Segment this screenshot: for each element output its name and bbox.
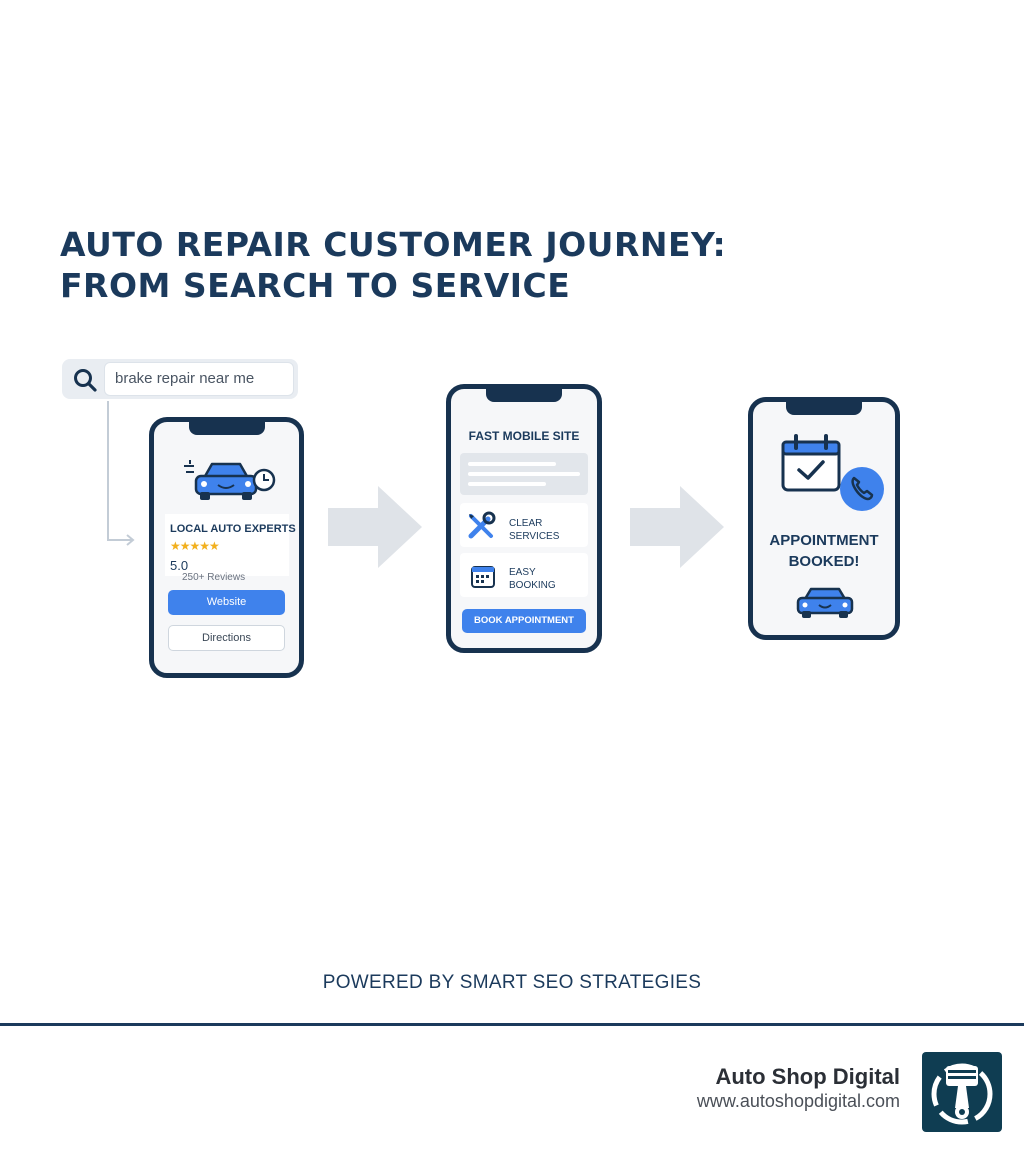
business-name: LOCAL AUTO EXPERTS: [170, 523, 296, 535]
website-button[interactable]: Website: [168, 590, 285, 615]
booked-status-line1: APPOINTMENT: [769, 532, 879, 549]
booked-status-line2: BOOKED!: [788, 553, 860, 570]
phone-booked: APPOINTMENT BOOKED!: [748, 397, 900, 640]
review-count: 250+ Reviews: [182, 572, 246, 583]
phone-mobile-site: FAST MOBILE SITE CLEAR SERVICES EASY BOO…: [446, 384, 602, 653]
feature1-line1: CLEAR: [509, 518, 543, 529]
phone-notch: [786, 401, 862, 415]
feature-easy-booking[interactable]: EASY BOOKING: [460, 553, 588, 597]
connector-line: [107, 401, 135, 546]
search-bar[interactable]: brake repair near me: [62, 359, 298, 399]
search-input[interactable]: brake repair near me: [104, 362, 294, 396]
phone-notch: [486, 388, 562, 402]
brand-logo: [922, 1052, 1002, 1132]
page-title: AUTO REPAIR CUSTOMER JOURNEY: FROM SEARC…: [60, 225, 727, 305]
brand-name: Auto Shop Digital: [715, 1064, 900, 1089]
feature2-line1: EASY: [509, 567, 536, 578]
book-appointment-button[interactable]: BOOK APPOINTMENT: [462, 609, 586, 633]
piston-icon: [931, 1063, 993, 1125]
rating-value: 5.0: [170, 558, 189, 573]
car-icon: [796, 587, 854, 618]
business-listing-card[interactable]: [165, 514, 289, 576]
directions-button[interactable]: Directions: [168, 625, 285, 651]
site-content-block: [460, 453, 588, 495]
phone-notch: [188, 421, 265, 435]
tagline: POWERED BY SMART SEO STRATEGIES: [322, 972, 702, 993]
phone-search-result: LOCAL AUTO EXPERTS ★★★★★ 5.0 250+ Review…: [149, 417, 304, 678]
calendar-icon: [471, 566, 495, 588]
search-icon: [74, 369, 97, 392]
footer-divider: [0, 1023, 1024, 1026]
arrow-right-icon: [630, 486, 724, 568]
brand-url[interactable]: www.autoshopdigital.com: [696, 1091, 900, 1111]
feature1-line2: SERVICES: [509, 531, 560, 542]
feature2-line2: BOOKING: [509, 580, 556, 591]
star-rating: ★★★★★: [170, 539, 220, 553]
calendar-check-icon: [781, 434, 841, 492]
site-heading: FAST MOBILE SITE: [468, 429, 580, 443]
feature-clear-services[interactable]: CLEAR SERVICES: [460, 503, 588, 547]
wrench-screwdriver-icon: [468, 511, 496, 539]
phone-icon: [840, 467, 884, 511]
car-clock-icon: [184, 460, 276, 500]
arrow-right-icon: [328, 486, 422, 568]
